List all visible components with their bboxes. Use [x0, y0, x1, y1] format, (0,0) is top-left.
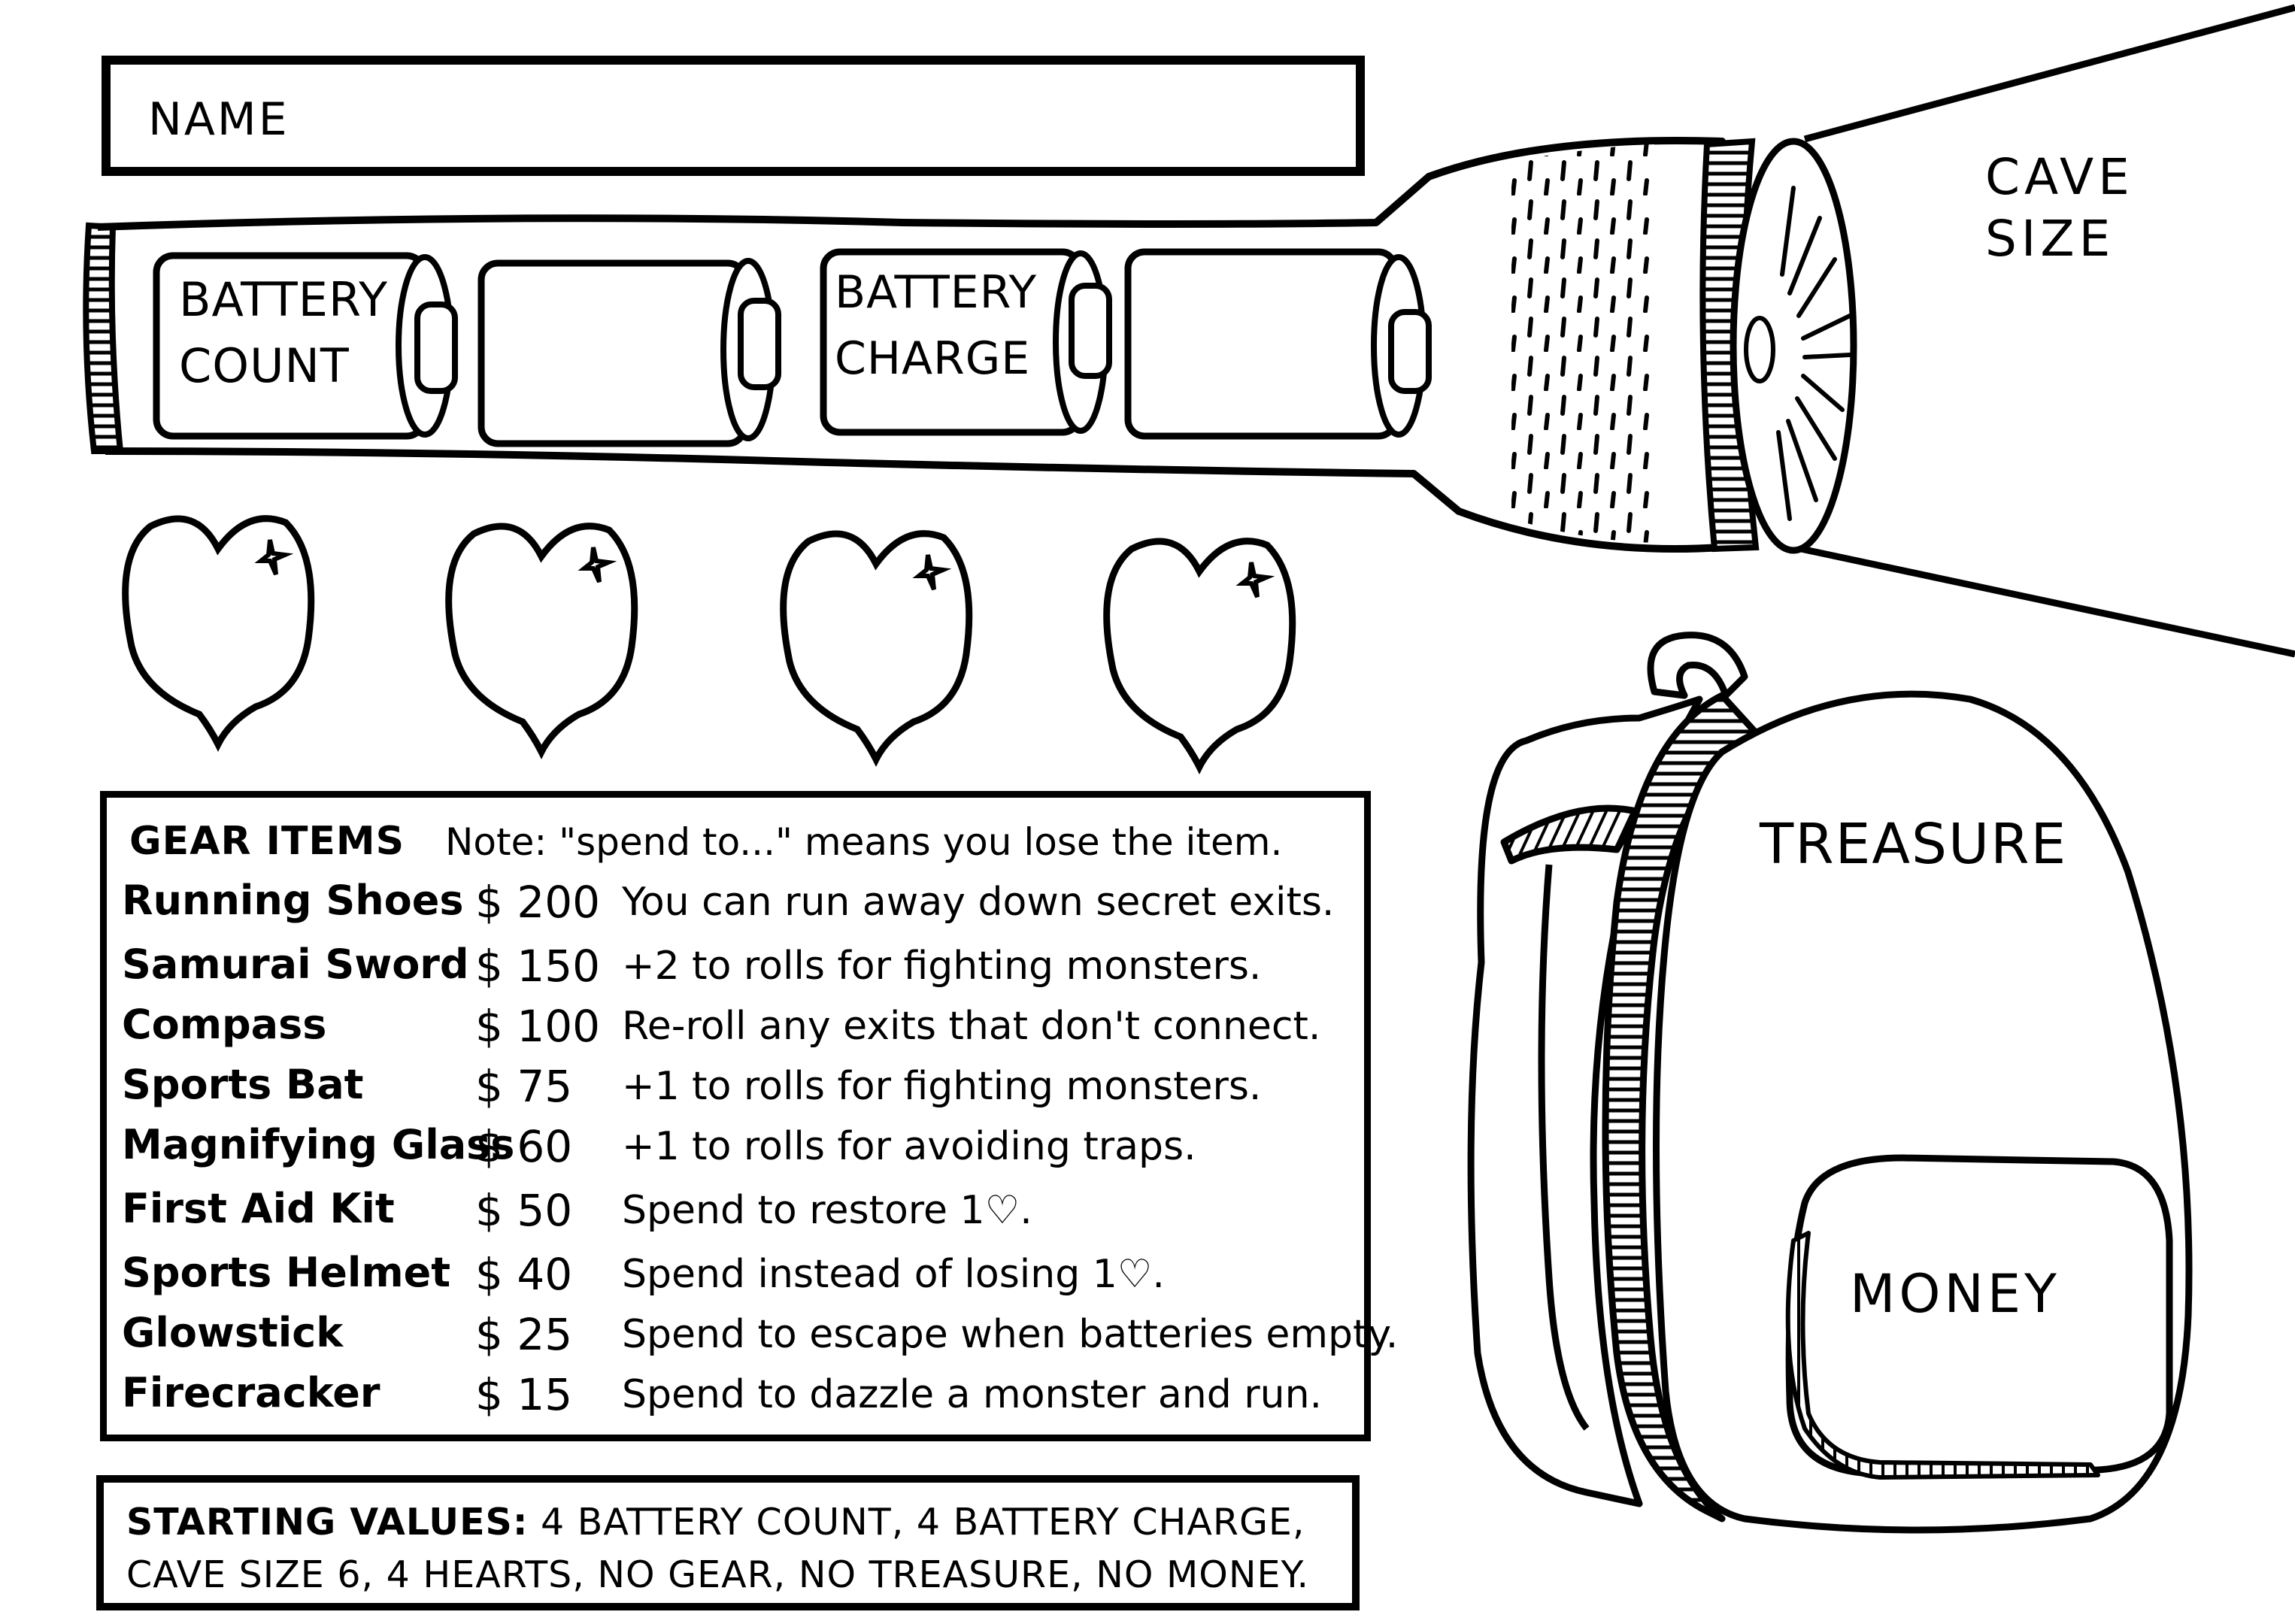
gear-item-row[interactable]: Glowstick $ 25 Spend to escape when batter…: [122, 1309, 1398, 1372]
starting-values-line1: 4 BATTERY COUNT, 4 BATTERY CHARGE,: [541, 1501, 1305, 1544]
gear-item-description: Spend to escape when batteries empty.: [622, 1312, 1399, 1357]
battery-charge-label: BATTERY CHARGE: [835, 259, 1053, 392]
sparkle-icon: [578, 547, 617, 583]
gear-item-price: $ 100: [475, 1001, 601, 1052]
gear-item-row[interactable]: Compass $ 100 Re-roll any exits that don't…: [122, 1001, 1355, 1064]
gear-item-description: You can run away down secret exits.: [622, 880, 1335, 925]
name-field-box[interactable]: NAME: [102, 56, 1365, 176]
gear-items-table: GEAR ITEMS Note: "spend to..." means you…: [100, 791, 1398, 1441]
sparkle-icon: [254, 539, 294, 576]
starting-values-text: STARTING VALUES: 4 BATTERY COUNT, 4 BATT…: [126, 1496, 1345, 1601]
cave-size-label-line2: SIZE: [1985, 210, 2115, 268]
battery-charge-label-line2: CHARGE: [835, 332, 1031, 385]
gear-item-row[interactable]: Firecracker $ 15 Spend to dazzle a monster…: [122, 1369, 1355, 1432]
gear-item-description: +1 to rolls for fighting monsters.: [622, 1064, 1262, 1109]
battery-count-label: BATTERY COUNT: [179, 267, 405, 399]
gear-item-price: $ 25: [475, 1309, 573, 1360]
gear-item-description: Spend to restore 1♡.: [622, 1188, 1032, 1233]
gear-item-row[interactable]: Sports Helmet $ 40 Spend instead of losing…: [122, 1249, 1355, 1312]
battery-count-label-line1: BATTERY: [179, 272, 388, 327]
cave-size-label-line1: CAVE: [1985, 148, 2134, 206]
gear-item-description: Spend to dazzle a monster and run.: [622, 1372, 1323, 1417]
gear-item-price: $ 75: [475, 1061, 573, 1112]
gear-item-description: +1 to rolls for avoiding traps.: [622, 1124, 1196, 1169]
gear-item-price: $ 150: [475, 941, 601, 992]
gear-item-name: Sports Helmet: [122, 1249, 451, 1296]
money-label: MONEY: [1850, 1263, 2060, 1325]
battery-icon: [153, 252, 458, 440]
name-label: NAME: [148, 93, 290, 146]
battery-charge-label-line1: BATTERY: [835, 266, 1038, 319]
starting-values-title: STARTING VALUES:: [126, 1501, 529, 1544]
sparkle-icon: [1235, 562, 1275, 598]
light-beam-icon: [1800, 4, 2295, 658]
gear-item-name: Running Shoes: [122, 877, 464, 924]
heart-icon[interactable]: [1103, 538, 1296, 775]
money-input[interactable]: [1820, 1346, 2139, 1407]
battery-charge-input[interactable]: [1173, 308, 1266, 355]
gear-item-name: Magnifying Glass: [122, 1121, 515, 1168]
gear-item-row[interactable]: First Aid Kit $ 50 Spend to restore 1♡.: [122, 1185, 1355, 1248]
gear-item-row[interactable]: Samurai Sword$ 150 +2 to rolls for fighti…: [122, 941, 1355, 1004]
battery-count-label-line2: COUNT: [179, 338, 350, 393]
battery-icon: [477, 258, 781, 447]
gear-item-description: +2 to rolls for fighting monsters.: [622, 944, 1262, 989]
treasure-label: TREASURE: [1760, 812, 2068, 877]
starting-values-box: STARTING VALUES: 4 BATTERY COUNT, 4 BATT…: [96, 1475, 1360, 1610]
cave-size-input[interactable]: [1985, 286, 2139, 347]
gear-item-price: $ 60: [475, 1121, 573, 1172]
gear-items-note: Note: "spend to..." means you lose the i…: [445, 820, 1283, 864]
cave-size-label: CAVE SIZE: [1985, 147, 2134, 270]
gear-item-row[interactable]: Sports Bat $ 75 +1 to rolls for fighting m…: [122, 1061, 1355, 1124]
flashlight-icon: [83, 137, 1857, 554]
battery-icon: [820, 248, 1112, 436]
gear-item-name: First Aid Kit: [122, 1185, 395, 1232]
gear-item-price: $ 200: [475, 877, 601, 928]
gear-item-name: Glowstick: [122, 1309, 344, 1356]
gear-item-price: $ 15: [475, 1369, 573, 1420]
gear-items-title: GEAR ITEMS: [129, 819, 405, 864]
gear-item-row[interactable]: Running Shoes$ 200 You can run away down …: [122, 877, 1355, 940]
heart-icon[interactable]: [780, 530, 973, 768]
gear-item-price: $ 40: [475, 1249, 573, 1300]
sparkle-icon: [912, 554, 952, 591]
gear-item-row[interactable]: Magnifying Glass$ 60 +1 to rolls for avoi…: [122, 1121, 1355, 1184]
battery-count-input[interactable]: [526, 312, 620, 359]
gear-item-name: Firecracker: [122, 1369, 380, 1416]
gear-item-price: $ 50: [475, 1185, 573, 1236]
name-input[interactable]: [336, 87, 1332, 149]
starting-values-line2: CAVE SIZE 6, 4 HEARTS, NO GEAR, NO TREAS…: [126, 1553, 1310, 1596]
gear-item-name: Samurai Sword: [122, 941, 469, 988]
treasure-input[interactable]: [1730, 902, 2048, 1206]
heart-icon[interactable]: [445, 523, 638, 760]
gear-item-name: Compass: [122, 1001, 327, 1048]
gear-item-description: Spend instead of losing 1♡.: [622, 1252, 1165, 1297]
gear-item-name: Sports Bat: [122, 1061, 364, 1108]
heart-icon[interactable]: [122, 515, 315, 753]
gear-item-description: Re-roll any exits that don't connect.: [622, 1004, 1321, 1049]
